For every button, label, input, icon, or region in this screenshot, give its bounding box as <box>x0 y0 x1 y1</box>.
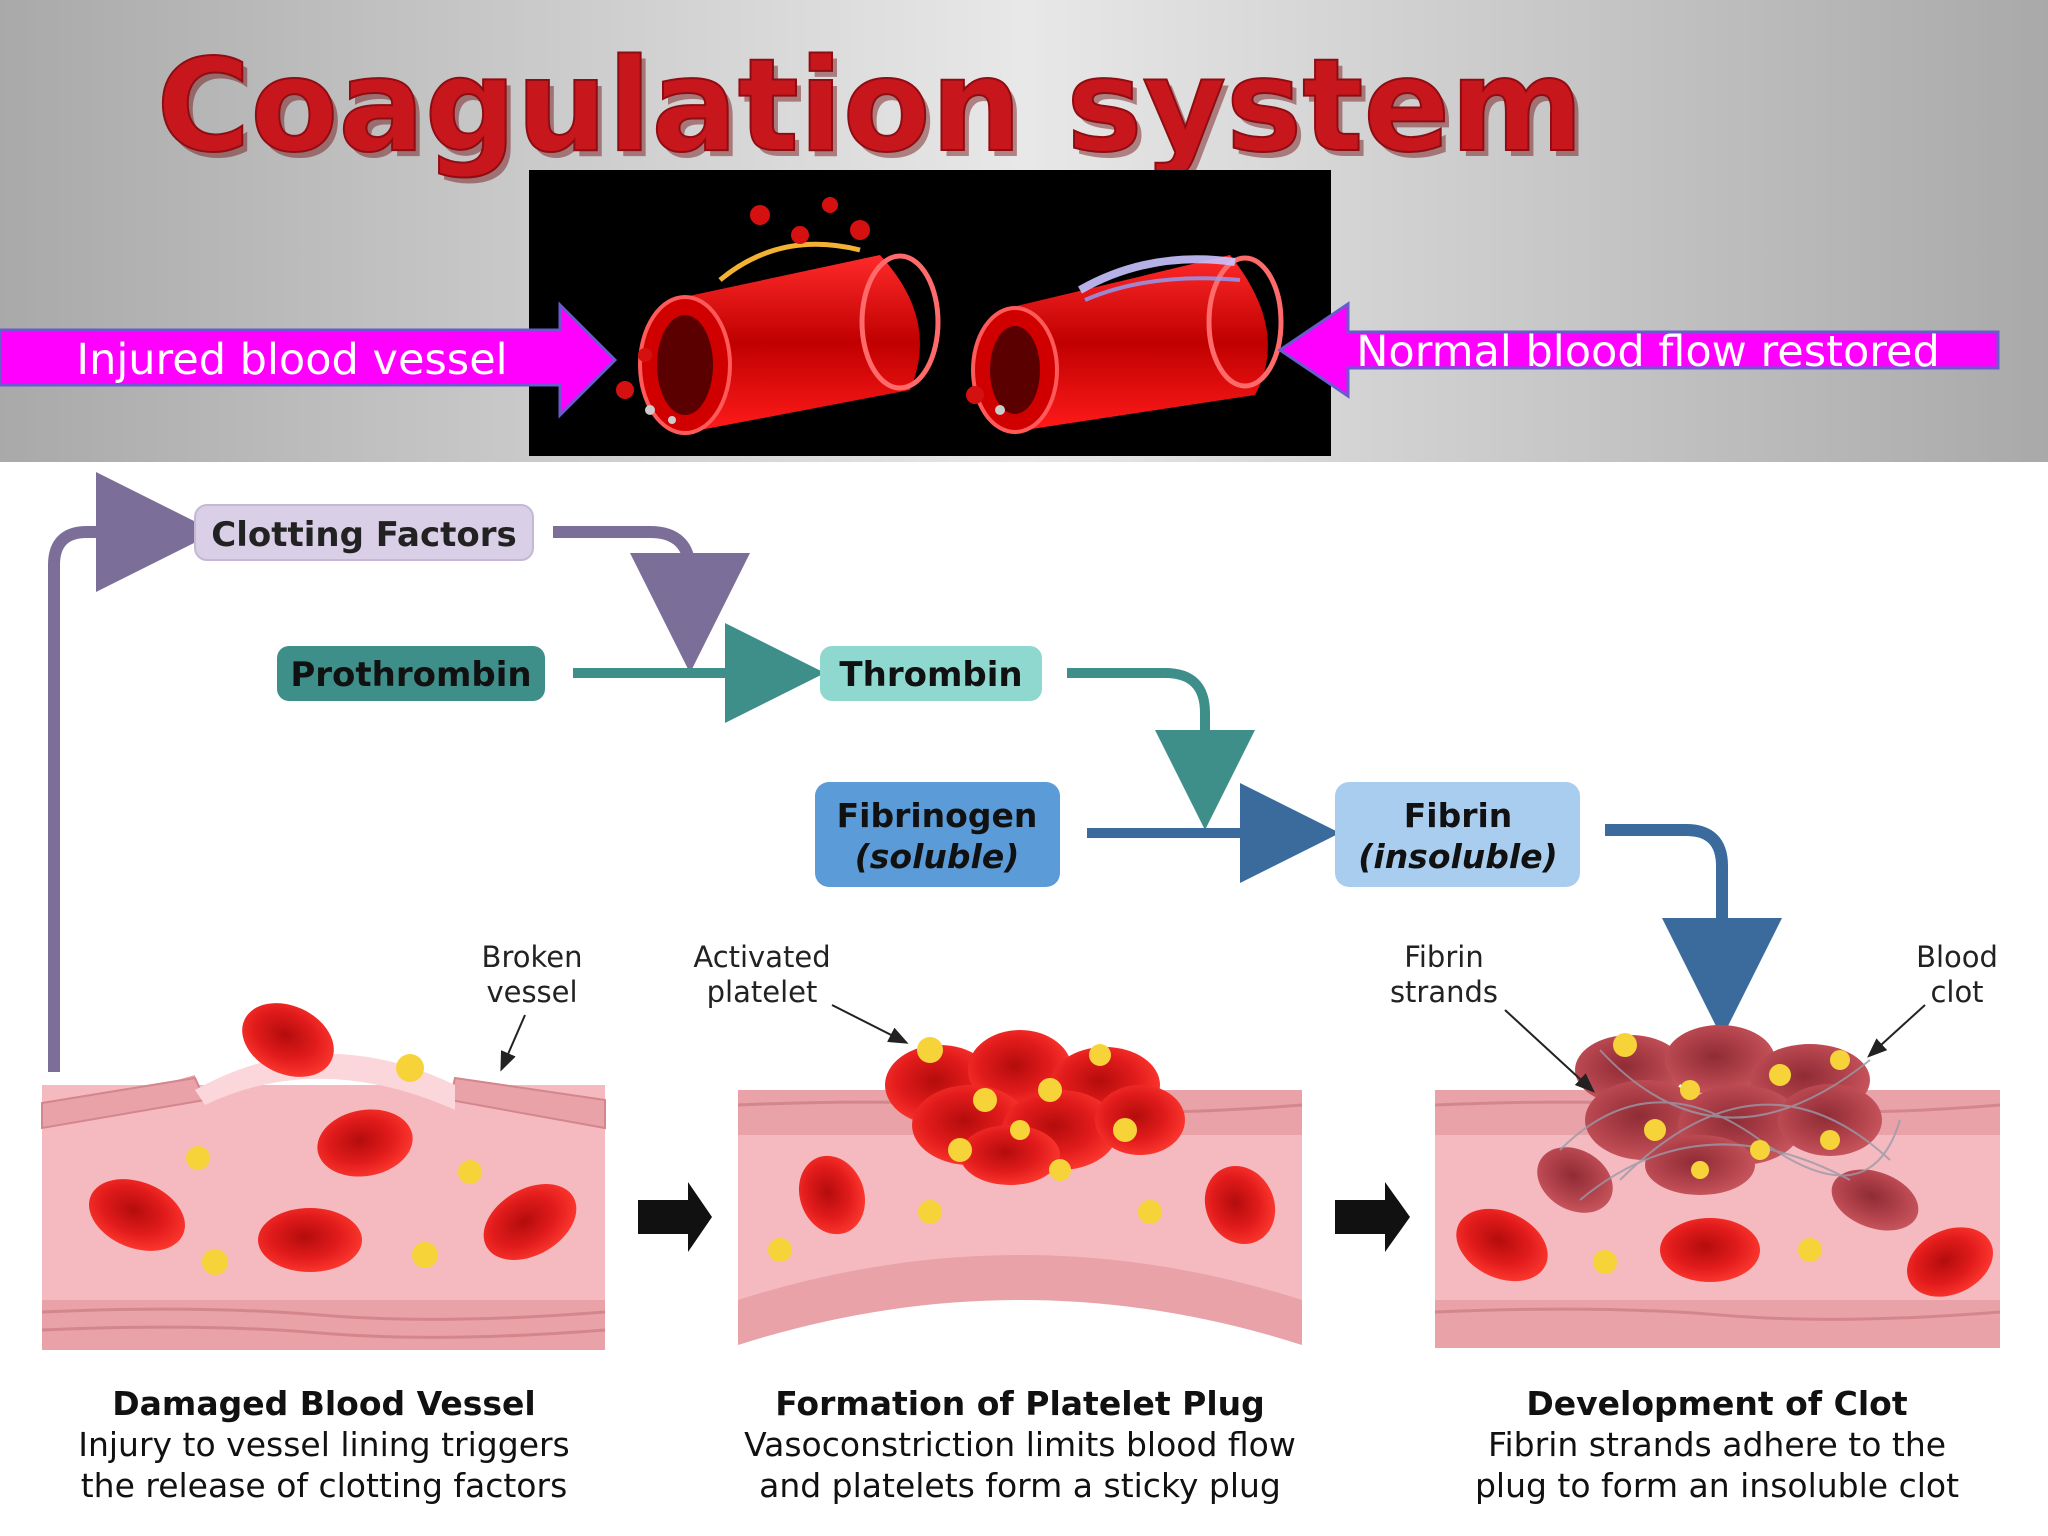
node-fibrinogen: Fibrinogen (soluble) <box>815 782 1060 887</box>
red-blood-cell <box>1204 1166 1276 1244</box>
annotation-text: vessel <box>486 975 577 1009</box>
caption-line: Vasoconstriction limits blood flow <box>744 1425 1296 1464</box>
platelets <box>768 1200 1162 1262</box>
annotation-text: Fibrin <box>1404 940 1483 974</box>
thrombin-to-fibrinogen-arrow <box>1067 668 1255 830</box>
injured-vessel-callout: Injured blood vessel <box>0 301 618 419</box>
slide-title: Coagulation system <box>156 32 1583 181</box>
annotation-text: Activated <box>693 940 830 974</box>
node-fibrin: Fibrin (insoluble) <box>1335 782 1580 887</box>
stage-arrow-2 <box>1335 1182 1410 1252</box>
caption-line: and platelets form a sticky plug <box>759 1466 1281 1505</box>
node-thrombin: Thrombin <box>820 646 1042 701</box>
annotation-text: strands <box>1390 975 1498 1009</box>
red-blood-cell <box>483 1184 577 1260</box>
caption-title: Damaged Blood Vessel <box>112 1384 535 1423</box>
red-blood-cell <box>242 1003 334 1077</box>
flow-restored-callout: Normal blood flow restored <box>1277 301 2000 399</box>
red-blood-cell <box>1456 1208 1548 1282</box>
caption-title: Development of Clot <box>1526 1384 1908 1423</box>
caption-damaged-vessel: Damaged Blood Vessel Injury to vessel li… <box>78 1384 570 1505</box>
thrombin-label: Thrombin <box>839 655 1022 695</box>
factors-to-conversion-arrow <box>553 526 750 673</box>
factor-release-arrow <box>48 472 216 1072</box>
healed-vessel-graphic <box>966 255 1284 434</box>
flow-restored-label: Normal blood flow restored <box>1356 327 1940 377</box>
red-blood-cell <box>1907 1227 1993 1297</box>
fibrin-note: (insoluble) <box>1358 837 1557 876</box>
fibrin-to-clot-arrow <box>1605 824 1782 1038</box>
caption-line: Injury to vessel lining triggers <box>78 1425 570 1464</box>
fibrinogen-label: Fibrinogen <box>837 796 1038 835</box>
annotation-fibrin-strands: Fibrin strands <box>1390 940 1595 1093</box>
blood-clot-mass <box>1537 1025 1919 1231</box>
svg-text:Coagulation system: Coagulation system <box>161 38 1588 187</box>
red-blood-cell <box>1660 1218 1760 1282</box>
stage-blood-clot <box>1434 1025 2001 1348</box>
annotation-text: Blood <box>1916 940 1998 974</box>
node-prothrombin: Prothrombin <box>277 646 545 701</box>
stage-platelet-plug <box>737 1030 1303 1345</box>
clotting-factors-label: Clotting Factors <box>211 515 516 555</box>
annotation-activated-platelet: Activated platelet <box>693 940 909 1044</box>
red-blood-cell <box>798 1155 866 1235</box>
caption-title: Formation of Platelet Plug <box>775 1384 1265 1423</box>
stage-damaged-vessel <box>41 1003 606 1350</box>
platelets <box>186 1054 482 1275</box>
caption-line: the release of clotting factors <box>81 1466 568 1505</box>
annotation-blood-clot: Blood clot <box>1867 940 1998 1058</box>
fibrin-label: Fibrin <box>1404 796 1513 835</box>
caption-line: Fibrin strands adhere to the <box>1488 1425 1946 1464</box>
stage-arrow-1 <box>638 1182 712 1252</box>
cascade-flow <box>48 472 1782 1072</box>
platelets <box>1593 1238 1822 1274</box>
fibrin-mesh <box>1559 1049 1901 1201</box>
node-clotting-factors: Clotting Factors <box>194 504 534 561</box>
fibrinogen-note: (soluble) <box>855 837 1020 876</box>
red-blood-cell <box>258 1208 362 1272</box>
prothrombin-label: Prothrombin <box>290 655 531 695</box>
red-blood-cell <box>89 1179 185 1251</box>
annotation-text: Broken <box>482 940 583 974</box>
vessel-illustration <box>529 170 1331 456</box>
caption-clot: Development of Clot Fibrin strands adher… <box>1475 1384 1959 1505</box>
red-blood-cell <box>317 1109 413 1177</box>
injured-vessel-graphic <box>616 197 941 435</box>
annotation-broken-vessel: Broken vessel <box>482 940 583 1072</box>
injured-vessel-label: Injured blood vessel <box>76 335 507 385</box>
platelet-plug-cluster <box>885 1030 1185 1185</box>
annotation-text: platelet <box>707 975 818 1009</box>
caption-line: plug to form an insoluble clot <box>1475 1466 1959 1505</box>
caption-platelet-plug: Formation of Platelet Plug Vasoconstrict… <box>744 1384 1296 1505</box>
annotation-text: clot <box>1930 975 1983 1009</box>
